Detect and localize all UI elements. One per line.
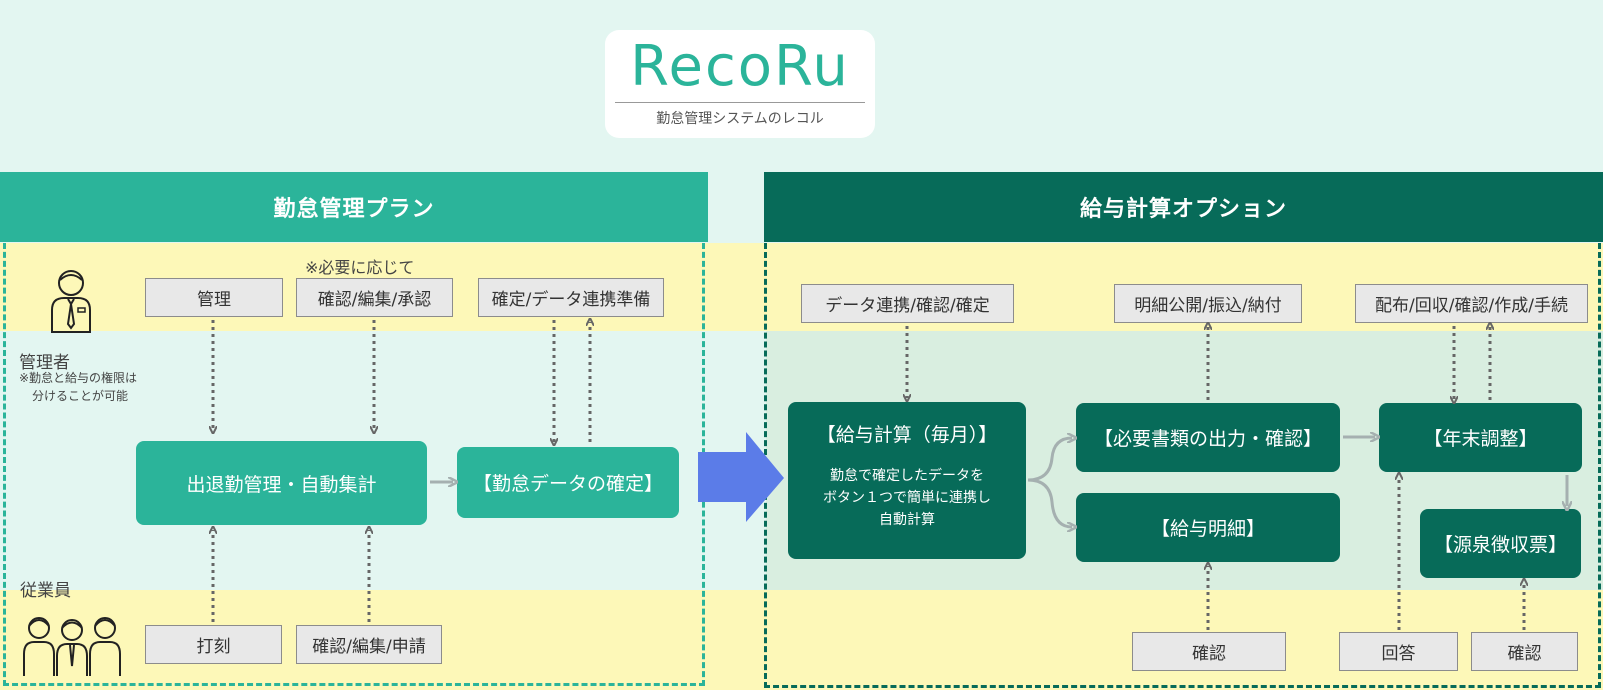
attendance-plan-header: 勤怠管理プラン (0, 172, 708, 242)
payroll-action-data-link: データ連携/確認/確定 (801, 284, 1014, 323)
arrow-payroll-branch-up (1027, 438, 1072, 482)
payroll-desc-line3: 自動計算 (879, 512, 935, 528)
manager-note-line2: 分けることが可能 (32, 389, 129, 403)
logo-tagline: 勤怠管理システムのレコル (656, 111, 824, 127)
manager-action-manage: 管理 (145, 278, 283, 317)
payroll-desc-line2: ボタン１つで簡単に連携し (823, 490, 991, 506)
payroll-desc-line1: 勤怠で確定したデータを (830, 468, 984, 484)
attendance-confirm-node: 【勤怠データの確定】 (457, 447, 679, 518)
logo-divider (615, 102, 865, 103)
employee-label: 従業員 (20, 581, 71, 601)
payroll-option-header: 給与計算オプション (764, 172, 1603, 242)
attendance-aggregation-node: 出退勤管理・自動集計 (136, 441, 427, 525)
manager-note-line1: ※勤怠と給与の権限は (19, 371, 138, 385)
payslip-node: 【給与明細】 (1076, 493, 1340, 562)
manager-action-review: 確認/編集/承認 (296, 278, 453, 317)
year-end-adjustment-node: 【年末調整】 (1379, 403, 1582, 472)
attendance-plan-title: 勤怠管理プラン (273, 197, 435, 222)
withholding-slip-node: 【源泉徴収票】 (1420, 509, 1581, 578)
employees-icon (23, 617, 121, 676)
payroll-monthly-title: 【給与計算（毎月）】 (816, 424, 998, 446)
manager-icon (51, 270, 91, 333)
logo-card: RecoRu 勤怠管理システムのレコル (605, 30, 875, 138)
logo-brand: RecoRu (630, 34, 850, 99)
arrow-payroll-branch-down (1027, 478, 1072, 527)
payroll-monthly-node: 【給与計算（毎月）】 勤怠で確定したデータを ボタン１つで簡単に連携し 自動計算 (788, 402, 1026, 559)
year-end-answer-action: 回答 (1339, 632, 1458, 671)
employee-action-clock-in: 打刻 (145, 625, 282, 664)
withholding-confirm-action: 確認 (1471, 632, 1578, 671)
payroll-option-title: 給与計算オプション (1079, 197, 1287, 222)
payroll-action-publish: 明細公開/振込/納付 (1114, 284, 1302, 323)
payroll-action-distribute: 配布/回収/確認/作成/手続 (1355, 284, 1588, 323)
employee-action-request: 確認/編集/申請 (296, 625, 442, 664)
as-needed-note: ※必要に応じて (305, 258, 415, 277)
manager-action-finalize: 確定/データ連携準備 (478, 278, 664, 317)
manager-label: 管理者 (19, 353, 70, 373)
big-flow-arrow (698, 432, 784, 522)
payroll-monthly-desc: 勤怠で確定したデータを ボタン１つで簡単に連携し 自動計算 (823, 465, 991, 531)
payslip-confirm-action: 確認 (1132, 632, 1286, 671)
documents-output-node: 【必要書類の出力・確認】 (1076, 403, 1340, 472)
